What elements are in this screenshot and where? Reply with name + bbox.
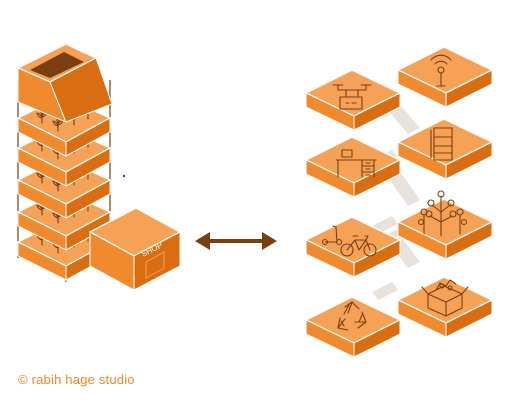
drone-icon [332,84,372,110]
recycle-icon [337,301,367,331]
tile-trees [396,190,494,260]
shelf-icon [430,127,453,161]
shop-building: SHOP [88,207,182,291]
box-icon [421,279,469,317]
tile-recycle [304,296,402,358]
bicycle-scooter-icon [321,225,377,257]
tile-box [396,276,494,338]
tile-shelf [396,118,494,180]
tile-mobility [304,216,402,278]
tower-top-hopper [16,43,113,123]
marker-dot [122,174,126,178]
vertical-farm-tower [16,43,113,282]
copyright-credit: © rabih hage studio [18,372,135,387]
trees-icon [417,190,468,237]
tile-drone [304,69,402,131]
tile-desk [304,136,402,198]
tile-connectors [372,88,420,300]
exchange-arrow [195,232,277,250]
tile-antenna [396,46,494,108]
antenna-icon [430,54,452,87]
desk-icon [335,149,377,178]
